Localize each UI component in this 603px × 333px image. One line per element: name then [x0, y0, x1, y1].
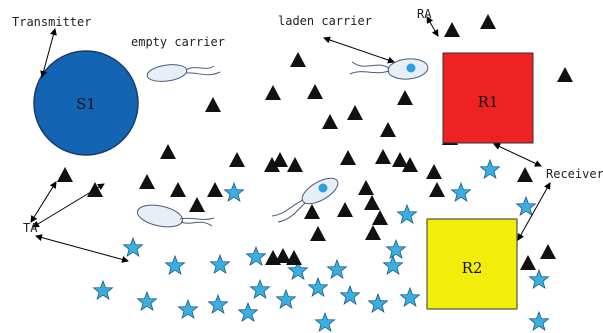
- triangle-particle: [205, 97, 221, 112]
- triangle-particle: [358, 180, 374, 195]
- triangle-particle: [207, 182, 223, 197]
- star-particle: [94, 281, 113, 299]
- star-particle: [452, 183, 471, 201]
- triangle-particle: [160, 144, 176, 159]
- star-particle: [530, 270, 549, 288]
- triangle-particle: [347, 105, 363, 120]
- triangle-particle: [272, 152, 288, 167]
- transmitter-label: Transmitter: [12, 15, 91, 29]
- laden-carrier-label: laden carrier: [278, 14, 372, 28]
- star-particle: [387, 240, 406, 258]
- triangle-particle: [286, 250, 302, 265]
- triangle-particle: [290, 52, 306, 67]
- star-particle: [179, 300, 198, 318]
- triangle-particle: [340, 150, 356, 165]
- star-particle: [277, 290, 296, 308]
- r1-label: R1: [478, 93, 499, 111]
- triangle-particle: [229, 152, 245, 167]
- star-particle: [124, 238, 143, 256]
- star-particle: [398, 205, 417, 223]
- star-particle: [239, 303, 258, 321]
- triangle-particle: [310, 226, 326, 241]
- triangle-particle: [364, 195, 380, 210]
- triangle-particle: [189, 197, 205, 212]
- triangle-particle: [372, 210, 388, 225]
- triangle-particle: [57, 167, 73, 182]
- star-particle: [247, 247, 266, 265]
- triangle-particle: [322, 114, 338, 129]
- triangle-particle: [426, 164, 442, 179]
- empty-carrier-bottom: [135, 201, 214, 230]
- star-particle: [481, 160, 500, 178]
- ta-arrow-2: [33, 184, 104, 227]
- triangle-particle: [557, 67, 573, 82]
- star-particle: [251, 280, 270, 298]
- triangle-particle: [380, 122, 396, 137]
- star-particle: [401, 288, 420, 306]
- receiver-arrow-r1: [494, 144, 541, 166]
- laden-carrier-arrow: [324, 38, 394, 62]
- star-particle: [341, 286, 360, 304]
- triangle-particle: [392, 152, 408, 167]
- star-particle: [369, 294, 388, 312]
- ta-arrow-3: [36, 236, 128, 261]
- star-particle: [328, 260, 347, 278]
- triangle-particle: [520, 255, 536, 270]
- triangle-particle: [397, 90, 413, 105]
- triangle-particle: [480, 14, 496, 29]
- triangle-particle: [139, 174, 155, 189]
- ta-arrow-1: [31, 182, 56, 222]
- triangle-particle: [265, 85, 281, 100]
- star-particle: [166, 256, 185, 274]
- star-particle: [138, 292, 157, 310]
- star-particle: [517, 197, 536, 215]
- r2-label: R2: [462, 259, 483, 277]
- ra-label: RA: [417, 7, 432, 21]
- triangle-particle: [304, 204, 320, 219]
- empty-carrier-top: [146, 62, 220, 83]
- star-particle: [209, 295, 228, 313]
- empty-carrier-label: empty carrier: [131, 35, 225, 49]
- triangle-particle: [540, 244, 556, 259]
- star-particle: [309, 278, 328, 296]
- star-particle: [316, 313, 335, 331]
- triangle-particle: [287, 157, 303, 172]
- s1-label: S1: [76, 95, 96, 113]
- triangle-particle: [429, 182, 445, 197]
- star-particle: [211, 255, 230, 273]
- triangle-particle: [444, 22, 460, 37]
- triangle-particle: [517, 167, 533, 182]
- ta-label: TA: [23, 221, 38, 235]
- triangle-particle: [337, 202, 353, 217]
- triangle-particle: [365, 225, 381, 240]
- star-particle: [225, 183, 244, 201]
- star-particle: [530, 312, 549, 330]
- triangle-particle: [375, 149, 391, 164]
- triangle-particle: [170, 182, 186, 197]
- triangle-particle: [307, 84, 323, 99]
- receiver-label: Receiver: [546, 167, 603, 181]
- star-particle: [384, 256, 403, 274]
